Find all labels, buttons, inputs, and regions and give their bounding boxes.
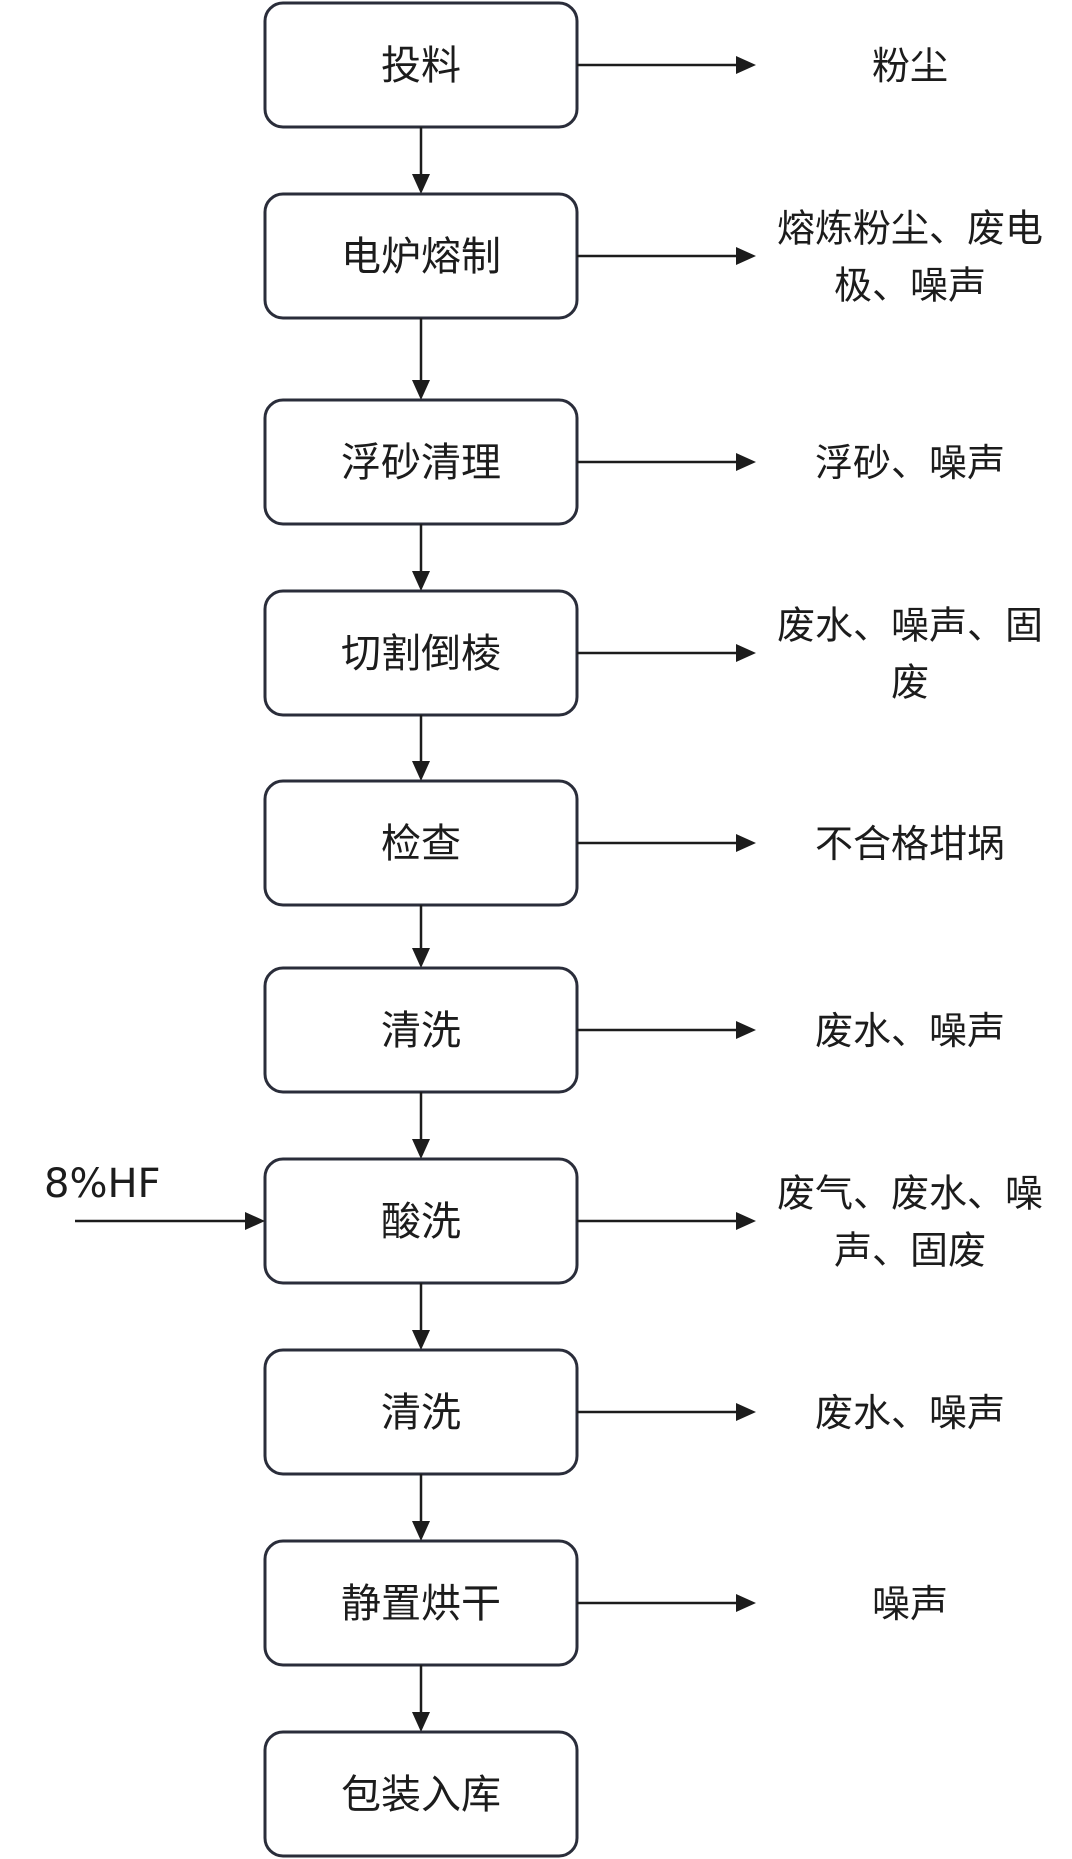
process-step-label: 切割倒棱 xyxy=(341,631,501,677)
process-step-label: 清洗 xyxy=(381,1390,461,1436)
output-label: 废 xyxy=(891,661,929,705)
output-label: 废气、废水、噪 xyxy=(777,1172,1043,1216)
output-arrow xyxy=(577,56,756,74)
process-step-label: 静置烘干 xyxy=(341,1581,501,1627)
output-label: 废水、噪声、固 xyxy=(777,604,1043,648)
flow-down-arrow xyxy=(412,1092,430,1159)
process-step-label: 包装入库 xyxy=(341,1772,501,1818)
output-arrow xyxy=(577,1021,756,1039)
process-step-box xyxy=(263,1730,579,1858)
flow-down-arrow xyxy=(412,127,430,194)
output-label: 废水、噪声 xyxy=(815,1009,1005,1053)
input-arrow xyxy=(75,1212,265,1230)
output-arrow xyxy=(577,453,756,471)
output-arrow xyxy=(577,834,756,852)
output-label: 不合格坩埚 xyxy=(815,822,1005,866)
flow-down-arrow xyxy=(412,1474,430,1541)
output-label: 粉尘 xyxy=(872,44,948,88)
flow-down-arrow xyxy=(412,318,430,400)
flow-down-arrow xyxy=(412,1283,430,1350)
process-step-label: 酸洗 xyxy=(381,1199,461,1245)
output-label: 噪声 xyxy=(872,1582,948,1626)
output-label: 极、噪声 xyxy=(834,264,986,308)
process-step-label: 电炉熔制 xyxy=(341,234,501,280)
output-label: 废水、噪声 xyxy=(815,1391,1005,1435)
output-arrow xyxy=(577,644,756,662)
flow-down-arrow xyxy=(412,905,430,968)
process-step-label: 投料 xyxy=(381,43,461,89)
output-label: 声、固废 xyxy=(834,1229,986,1273)
process-step-label: 清洗 xyxy=(381,1008,461,1054)
flow-down-arrow xyxy=(412,524,430,591)
output-label: 浮砂、噪声 xyxy=(815,441,1005,485)
output-arrow xyxy=(577,1212,756,1230)
output-arrow xyxy=(577,1403,756,1421)
flow-down-arrow xyxy=(412,1665,430,1732)
input-label: 8%HF xyxy=(44,1161,161,1207)
output-arrow xyxy=(577,1594,756,1612)
process-step-label: 检查 xyxy=(381,821,461,867)
output-arrow xyxy=(577,247,756,265)
output-label: 熔炼粉尘、废电 xyxy=(777,207,1043,251)
flow-down-arrow xyxy=(412,715,430,781)
process-step-label: 浮砂清理 xyxy=(341,440,501,486)
